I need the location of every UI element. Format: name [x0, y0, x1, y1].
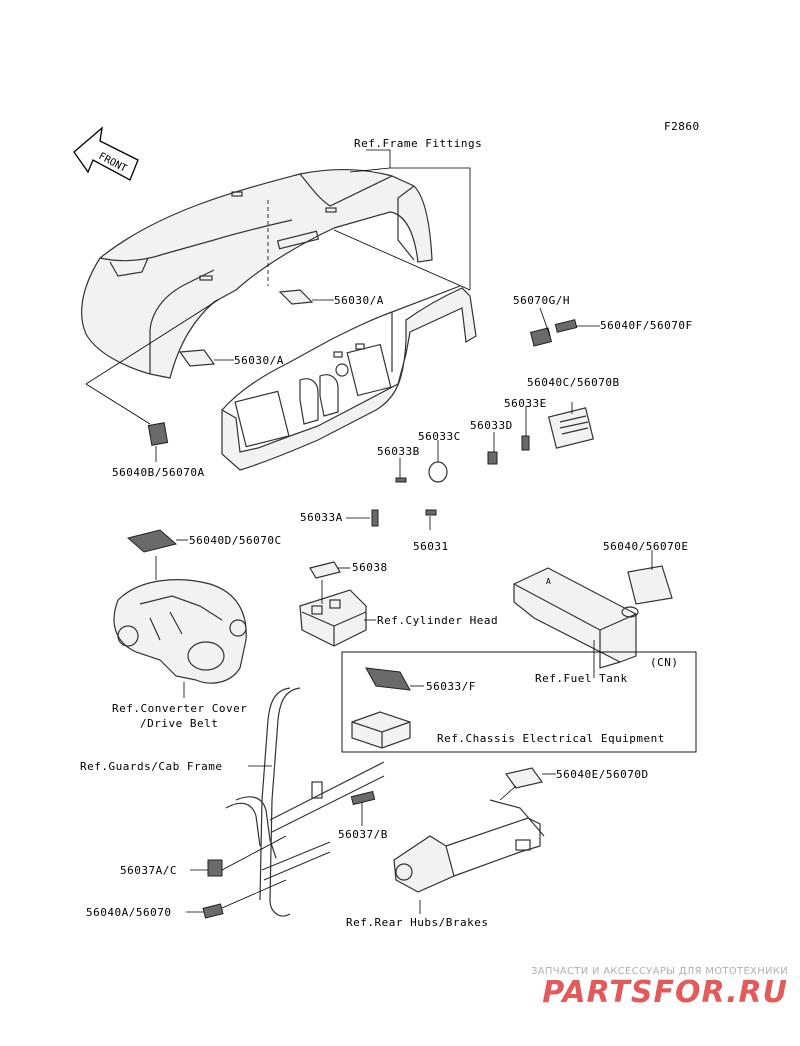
- decal-56033f: [365, 667, 411, 691]
- watermark: ЗАПЧАСТИ И АКСЕССУАРЫ ДЛЯ МОТОТЕХНИКИ PA…: [478, 966, 788, 1009]
- decal-56033d: [487, 451, 498, 465]
- rear-axle: [393, 799, 545, 893]
- label-ref-converter-cover[interactable]: Ref.Converter Cover: [112, 702, 248, 715]
- decal-56040a: [202, 903, 224, 919]
- label-ref-fuel-tank[interactable]: Ref.Fuel Tank: [535, 672, 628, 685]
- label-56040a[interactable]: 56040A/56070: [86, 906, 172, 919]
- svg-text:A: A: [546, 577, 551, 586]
- label-56033e[interactable]: 56033E: [504, 397, 547, 410]
- label-56037b[interactable]: 56037/B: [338, 828, 388, 841]
- decal-56040d: [126, 529, 178, 553]
- label-56030a-left[interactable]: 56030/A: [234, 354, 284, 367]
- decal-56040c: [547, 407, 595, 449]
- label-56037ac[interactable]: 56037A/C: [120, 864, 177, 877]
- watermark-subtitle: ЗАПЧАСТИ И АКСЕССУАРЫ ДЛЯ МОТОТЕХНИКИ: [531, 966, 788, 977]
- decal-56030a-left: [178, 349, 216, 367]
- label-ref-cylinder-head[interactable]: Ref.Cylinder Head: [377, 614, 499, 627]
- decal-56033e: [521, 435, 530, 451]
- decal-56040f: [554, 319, 578, 333]
- label-56040f[interactable]: 56040F/56070F: [600, 319, 693, 332]
- decal-56033b: [395, 477, 407, 483]
- label-56033d[interactable]: 56033D: [470, 419, 513, 432]
- label-56040c[interactable]: 56040C/56070B: [527, 376, 620, 389]
- label-56040-e[interactable]: 56040/56070E: [603, 540, 689, 553]
- label-56033a[interactable]: 56033A: [300, 511, 343, 524]
- label-56040e[interactable]: 56040E/56070D: [556, 768, 649, 781]
- front-arrow-icon: FRONT: [73, 126, 139, 181]
- label-56033c[interactable]: 56033C: [418, 430, 461, 443]
- cylinder-head: [299, 589, 367, 647]
- decal-56030a-top: [278, 289, 314, 305]
- electrical-box: [351, 711, 411, 749]
- label-ref-converter-cover-2[interactable]: /Drive Belt: [140, 717, 219, 730]
- converter-cover: [113, 579, 247, 684]
- leader-lines: [85, 149, 653, 914]
- label-56070gh[interactable]: 56070G/H: [513, 294, 570, 307]
- decal-56037b: [350, 790, 376, 806]
- fuel-tank: A: [513, 567, 639, 669]
- decal-56040b: [147, 422, 169, 446]
- label-56033f[interactable]: 56033/F: [426, 680, 476, 693]
- decal-56040e: [504, 767, 544, 789]
- decal-56033c: [428, 461, 448, 483]
- label-56040b[interactable]: 56040B/56070A: [112, 466, 205, 479]
- label-56040d[interactable]: 56040D/56070C: [189, 534, 282, 547]
- label-56033b[interactable]: 56033B: [377, 445, 420, 458]
- watermark-brand-logo: PARTSFOR.RU: [542, 975, 788, 1010]
- decal-56038: [309, 561, 341, 579]
- label-ref-frame-fittings[interactable]: Ref.Frame Fittings: [354, 137, 483, 150]
- label-56038[interactable]: 56038: [352, 561, 388, 574]
- label-ref-chassis-electrical[interactable]: Ref.Chassis Electrical Equipment: [437, 732, 665, 745]
- decal-56033a: [371, 509, 379, 527]
- label-cn: (CN): [650, 656, 679, 669]
- label-ref-rear-hubs[interactable]: Ref.Rear Hubs/Brakes: [346, 916, 489, 929]
- cn-box: [341, 651, 697, 753]
- label-56030a-top[interactable]: 56030/A: [334, 294, 384, 307]
- instrument-panel: [221, 285, 477, 471]
- decal-56040-e: [627, 565, 673, 605]
- dashboard-panel: [81, 168, 433, 379]
- figure-code: F2860: [664, 120, 700, 133]
- label-56031[interactable]: 56031: [413, 540, 449, 553]
- decal-56037ac: [207, 859, 223, 877]
- decal-56031: [425, 509, 437, 516]
- label-ref-guards-cab[interactable]: Ref.Guards/Cab Frame: [80, 760, 223, 773]
- cab-frame: [225, 687, 385, 917]
